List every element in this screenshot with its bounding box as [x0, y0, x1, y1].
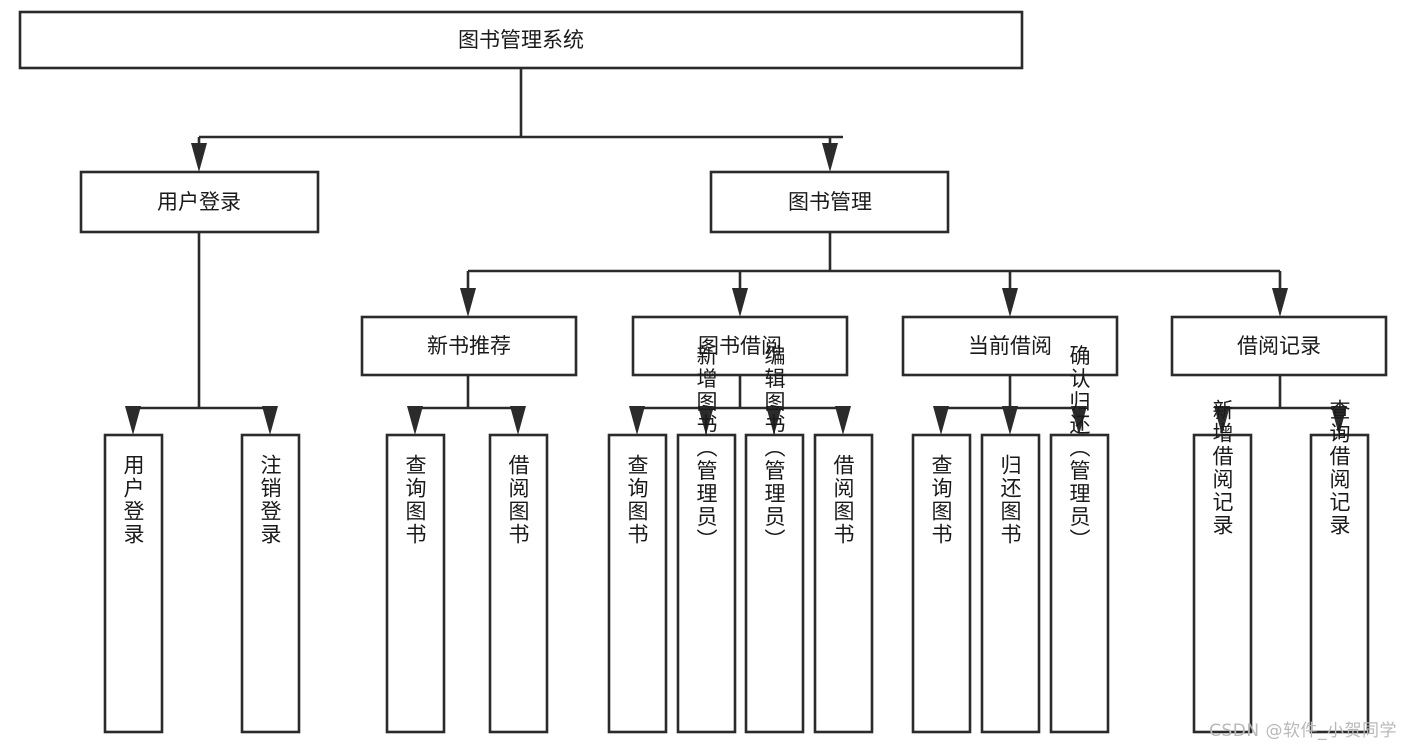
node-leaf-query-book-3-box[interactable] — [911, 433, 972, 734]
connector-group-new-book-recommend — [407, 375, 526, 435]
arrow-head-leaf-query-book-2 — [629, 406, 645, 435]
node-user-login-box[interactable] — [79, 170, 320, 234]
node-borrow-record-box[interactable] — [1170, 315, 1388, 377]
node-leaf-borrow-book-2[interactable]: 借阅图书 — [813, 433, 874, 734]
arrow-head-leaf-add-book — [698, 406, 714, 435]
arrow-head-current-borrow — [1002, 288, 1018, 317]
node-borrow-record[interactable]: 借阅记录 — [1170, 315, 1388, 377]
node-leaf-add-book[interactable]: 新增图书（管理员） — [676, 345, 737, 734]
node-leaf-confirm-return[interactable]: 确认归还（管理员） — [1049, 345, 1110, 734]
arrow-head-leaf-return-book — [1002, 406, 1018, 435]
node-leaf-edit-book[interactable]: 编辑图书（管理员） — [744, 345, 805, 734]
node-leaf-user-login[interactable]: 用户登录 — [103, 433, 164, 734]
node-leaf-add-book-label: 新增图书（管理员） — [694, 345, 718, 552]
arrow-head-leaf-query-record — [1331, 406, 1347, 435]
node-current-borrow-box[interactable] — [901, 315, 1119, 377]
arrow-head-leaf-borrow-book-2 — [835, 406, 851, 435]
node-leaf-return-book-box[interactable] — [980, 433, 1041, 734]
node-leaf-query-book-1-label: 查询图书 — [403, 454, 427, 546]
node-book-management-box[interactable] — [709, 170, 950, 234]
arrow-head-leaf-borrow-book-1 — [510, 406, 526, 435]
node-leaf-query-book-2-label: 查询图书 — [625, 454, 649, 546]
node-book-borrow-box[interactable] — [631, 315, 849, 377]
arrow-head-leaf-logout — [262, 406, 278, 435]
node-leaf-user-login-box[interactable] — [103, 433, 164, 734]
node-current-borrow-label: 当前借阅 — [968, 334, 1052, 358]
node-leaf-add-record-box[interactable] — [1192, 433, 1253, 734]
node-leaf-add-book-box[interactable] — [676, 433, 737, 734]
node-root-label: 图书管理系统 — [458, 28, 584, 52]
node-leaf-edit-book-label: 编辑图书（管理员） — [762, 345, 786, 552]
arrow-head-book-borrow — [732, 288, 748, 317]
node-leaf-logout-box[interactable] — [240, 433, 301, 734]
node-leaf-query-book-1-box[interactable] — [385, 433, 446, 734]
node-leaf-query-book-1[interactable]: 查询图书 — [385, 433, 446, 734]
node-leaf-query-record-box[interactable] — [1309, 433, 1370, 734]
node-root-box[interactable] — [18, 10, 1024, 70]
node-new-book-recommend[interactable]: 新书推荐 — [360, 315, 578, 377]
node-book-borrow[interactable]: 图书借阅 — [631, 315, 849, 377]
node-leaf-borrow-book-1[interactable]: 借阅图书 — [488, 433, 549, 734]
connector-group-book-management — [460, 232, 1288, 317]
node-leaf-add-record-label: 新增借阅记录 — [1210, 399, 1234, 537]
node-leaf-logout-label: 注销登录 — [258, 454, 282, 546]
node-leaf-borrow-book-1-box[interactable] — [488, 433, 549, 734]
node-leaf-query-book-2[interactable]: 查询图书 — [607, 433, 668, 734]
arrow-head-borrow-record — [1272, 288, 1288, 317]
node-borrow-record-label: 借阅记录 — [1237, 334, 1321, 358]
arrow-head-leaf-add-record — [1214, 406, 1230, 435]
node-book-management-label: 图书管理 — [788, 190, 872, 214]
node-leaf-edit-book-box[interactable] — [744, 433, 805, 734]
node-leaf-borrow-book-1-label: 借阅图书 — [506, 454, 530, 546]
node-leaf-borrow-book-2-box[interactable] — [813, 433, 874, 734]
connector-group-current-borrow — [933, 375, 1087, 435]
node-new-book-recommend-box[interactable] — [360, 315, 578, 377]
arrow-head-leaf-confirm-return — [1071, 406, 1087, 435]
node-user-login[interactable]: 用户登录 — [79, 170, 320, 234]
connector-group-user-login — [125, 232, 278, 435]
arrow-head-leaf-query-book-3 — [933, 406, 949, 435]
node-user-login-label: 用户登录 — [157, 190, 241, 214]
connector-group-book-borrow — [629, 375, 851, 435]
connector-group-root — [191, 68, 843, 172]
node-root[interactable]: 图书管理系统 — [18, 10, 1024, 70]
arrow-head-leaf-user-login — [125, 406, 141, 435]
node-leaf-confirm-return-label: 确认归还（管理员） — [1067, 345, 1091, 552]
node-leaf-user-login-label: 用户登录 — [121, 454, 145, 546]
node-leaf-query-book-3[interactable]: 查询图书 — [911, 433, 972, 734]
node-leaf-logout[interactable]: 注销登录 — [240, 433, 301, 734]
arrow-head-book-management — [822, 143, 838, 172]
node-book-management[interactable]: 图书管理 — [709, 170, 950, 234]
node-new-book-recommend-label: 新书推荐 — [427, 334, 511, 358]
node-leaf-query-book-3-label: 查询图书 — [929, 454, 953, 546]
node-leaf-confirm-return-box[interactable] — [1049, 433, 1110, 734]
node-leaf-return-book[interactable]: 归还图书 — [980, 433, 1041, 734]
node-leaf-return-book-label: 归还图书 — [998, 454, 1022, 546]
connector-group-borrow-record — [1214, 375, 1347, 435]
node-current-borrow[interactable]: 当前借阅 — [901, 315, 1119, 377]
node-book-borrow-label: 图书借阅 — [698, 334, 782, 358]
node-leaf-borrow-book-2-label: 借阅图书 — [831, 454, 855, 546]
node-leaf-query-record[interactable]: 查询借阅记录 — [1309, 399, 1370, 734]
arrow-head-leaf-edit-book — [766, 406, 782, 435]
node-leaf-query-book-2-box[interactable] — [607, 433, 668, 734]
node-leaf-query-record-label: 查询借阅记录 — [1327, 399, 1351, 537]
arrow-head-new-book-recommend — [460, 288, 476, 317]
node-leaf-add-record[interactable]: 新增借阅记录 — [1192, 399, 1253, 734]
arrow-head-user-login — [191, 143, 207, 172]
arrow-head-leaf-query-book-1 — [407, 406, 423, 435]
